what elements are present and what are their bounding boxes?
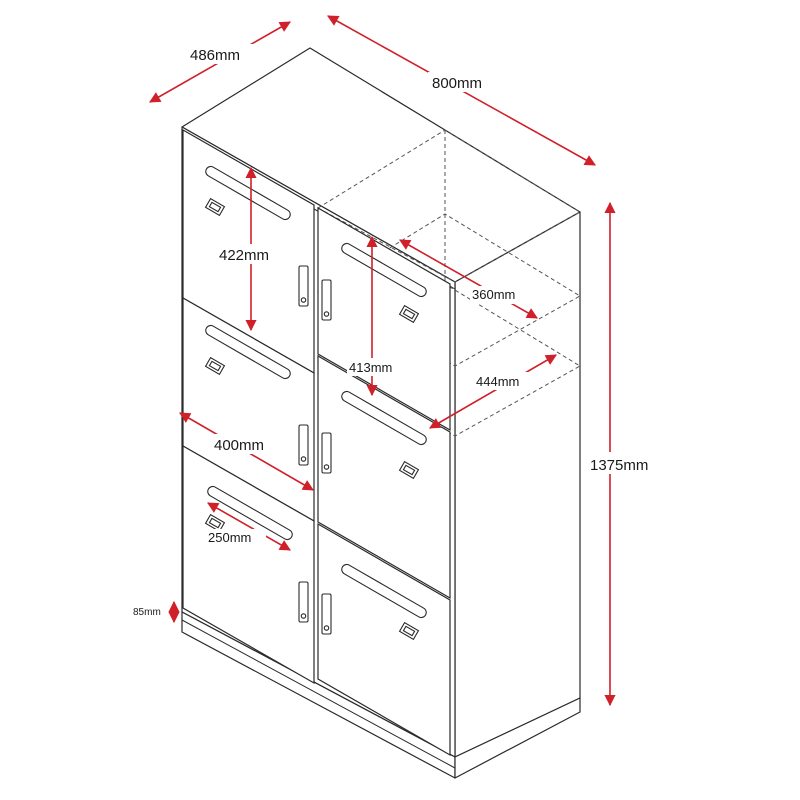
- dim-arrow-inner-depth: [429, 354, 557, 429]
- handle-left-bottom: [298, 581, 309, 623]
- label-holder-left-top: [204, 197, 226, 217]
- dim-label-inner-depth-top: 360mm: [472, 287, 515, 302]
- dim-label-height: 1375mm: [590, 457, 648, 474]
- slot-left-middle: [205, 324, 291, 380]
- dim-label-door-height: 422mm: [219, 247, 269, 264]
- dim-label-plinth: 85mm: [133, 607, 161, 618]
- handle-right-middle: [321, 432, 332, 474]
- door-right-middle: [317, 354, 451, 600]
- door-right-bottom: [317, 522, 451, 757]
- cabinet-plinth-side: [454, 697, 581, 779]
- dim-label-depth: 486mm: [190, 47, 240, 64]
- dim-label-inner-height: 413mm: [349, 360, 392, 375]
- handle-left-top: [298, 265, 309, 307]
- handle-left-middle: [298, 424, 309, 466]
- handle-right-bottom: [321, 593, 332, 635]
- dim-arrow-slot-length: [207, 502, 291, 551]
- dim-label-slot-length: 250mm: [208, 530, 251, 545]
- dim-label-inner-depth: 444mm: [476, 374, 519, 389]
- dimension-labels: 486mm 800mm 1375mm 422mm 413mm 360mm 444…: [133, 44, 672, 618]
- label-holder-left-middle: [204, 356, 226, 376]
- dim-arrow-inner-depth-top: [399, 239, 538, 319]
- door-handles: [298, 265, 332, 635]
- handle-right-top: [321, 279, 332, 321]
- slot-right-bottom: [341, 563, 427, 619]
- dim-label-door-width: 400mm: [214, 437, 264, 454]
- dim-label-width: 800mm: [432, 75, 482, 92]
- label-holder-right-bottom: [398, 621, 420, 641]
- label-holder-right-middle: [398, 460, 420, 480]
- slot-right-middle: [341, 390, 427, 446]
